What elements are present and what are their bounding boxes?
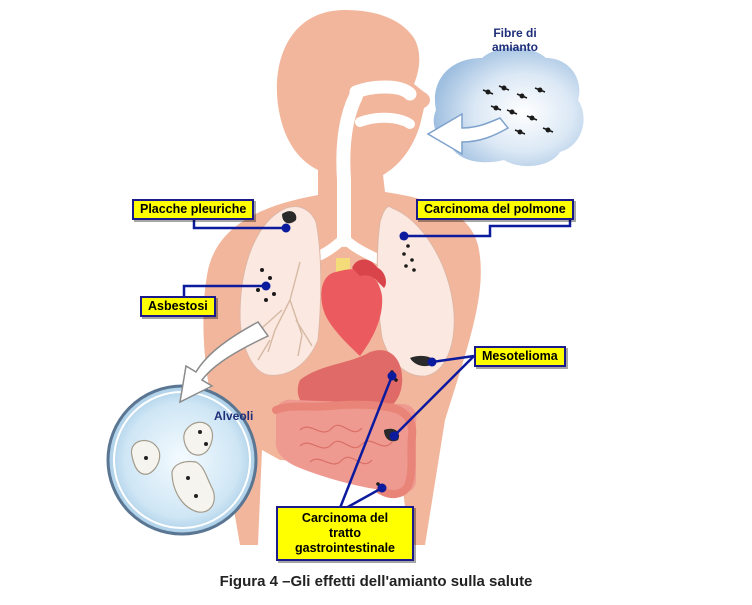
carcinoma-polmone-label: Carcinoma del polmone xyxy=(416,199,574,220)
alveoli-magnifier xyxy=(106,384,258,536)
placche-pleuriche-label: Placche pleuriche xyxy=(132,199,255,220)
carcinoma-gastrointestinale-label: Carcinoma del tratto gastrointestinale xyxy=(276,506,414,561)
mesotelioma-label: Mesotelioma xyxy=(474,346,566,367)
figure-caption: Figura 4 –Gli effetti dell'amianto sulla… xyxy=(219,573,533,590)
pleural-plaque xyxy=(282,211,297,224)
fibre-label: Fibre di amianto xyxy=(492,26,539,54)
asbestosi-label: Asbestosi xyxy=(140,296,216,317)
inhalation-arrow xyxy=(426,112,510,156)
alveoli-label: Alveoli xyxy=(214,409,254,423)
stomach xyxy=(297,350,403,414)
connector-dots xyxy=(261,223,437,493)
intestines xyxy=(272,399,417,499)
magnifier-arrow xyxy=(179,321,270,404)
connector-lines xyxy=(182,217,572,510)
lungs xyxy=(239,206,455,377)
heart xyxy=(321,258,386,356)
